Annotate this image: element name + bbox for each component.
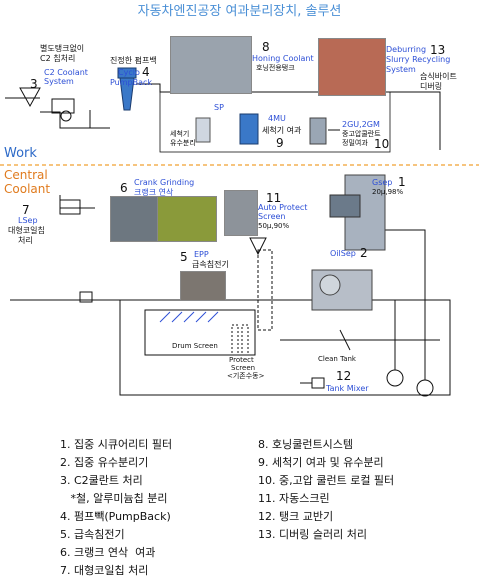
epp-kr: 급속침전기 bbox=[192, 260, 229, 269]
item-3-number: 3 bbox=[30, 77, 38, 91]
c2-tank-icon bbox=[51, 98, 75, 114]
item-13-number: 13 bbox=[430, 43, 446, 57]
item-10-number: 10 bbox=[374, 137, 390, 151]
gsep-spec: 20μ,98% bbox=[372, 188, 404, 196]
legend-item: 11. 자동스크린 bbox=[258, 492, 330, 505]
work-zone-label: Work bbox=[4, 146, 37, 161]
auto-screen-icon bbox=[257, 249, 273, 331]
legend-item: 2. 집중 유수분리기 bbox=[60, 456, 149, 469]
protect-screen-label-2: Screen bbox=[231, 364, 256, 372]
legend-item: 1. 집중 시큐어리티 필터 bbox=[60, 438, 173, 451]
gu-kr-1: 중고압쿨란트 bbox=[342, 130, 381, 138]
hopper-icon bbox=[19, 87, 41, 108]
item-7-number: 7 bbox=[22, 203, 30, 217]
protect-screen-label-3: <기존수동> bbox=[227, 372, 265, 380]
cyclo-label: Cyclo bbox=[118, 68, 140, 77]
item-6-number: 6 bbox=[120, 181, 128, 195]
c2-note-1: 별도탱크없이 bbox=[40, 44, 85, 53]
honing-coolant-label: Honing Coolant bbox=[252, 54, 314, 63]
c2-system-label-2: System bbox=[44, 77, 74, 86]
deburring-label-1: Deburring bbox=[386, 45, 427, 54]
honing-system-photo bbox=[170, 36, 252, 94]
deburring-system-photo bbox=[318, 38, 386, 96]
auto-protect-label-2: Screen bbox=[258, 212, 286, 221]
epp-photo bbox=[180, 271, 226, 301]
legend-item: 10. 중,고압 쿨런트 로컬 필터 bbox=[258, 474, 395, 487]
legend-right: 8. 호닝쿨런트시스템 9. 세척기 여과 및 유수분리 10. 중,고압 쿨런… bbox=[258, 436, 394, 544]
item-5-number: 5 bbox=[180, 250, 188, 264]
legend-item: *철, 알루미늄칩 분리 bbox=[60, 492, 168, 505]
legend-item: 13. 디버링 슬러리 처리 bbox=[258, 528, 367, 541]
gu-kr-2: 정밀여과 bbox=[342, 139, 368, 147]
central-zone-label-1: Central bbox=[4, 168, 48, 182]
pumpback-label: PumpBack bbox=[110, 78, 153, 87]
item-11-number: 11 bbox=[266, 191, 282, 205]
sp-label: SP bbox=[214, 103, 224, 112]
oilsep-label: OilSep bbox=[330, 249, 356, 258]
machine-line-box bbox=[159, 91, 391, 153]
legend-item: 12. 탱크 교반기 bbox=[258, 510, 334, 523]
supply-pump-1-icon bbox=[386, 369, 404, 387]
sp-separator-icon bbox=[195, 117, 211, 143]
item-9-number: 9 bbox=[276, 136, 284, 150]
crank-grinding-photo-2 bbox=[157, 196, 217, 242]
tank-mixer-icon bbox=[311, 377, 325, 389]
legend-item: 3. C2쿨란트 처리 bbox=[60, 474, 143, 487]
crank-grinding-label: Crank Grinding bbox=[134, 178, 195, 187]
honing-tank-label: 호닝전용탱크 bbox=[256, 64, 295, 72]
gu-label: 2GU,2GM bbox=[342, 120, 380, 129]
gu-filter-icon bbox=[309, 117, 327, 145]
fmu-kr: 세척기 여과 bbox=[262, 126, 302, 135]
crank-grinding-kr: 크랭크 연삭 bbox=[134, 188, 174, 197]
legend-item: 9. 세척기 여과 및 유수분리 bbox=[258, 456, 384, 469]
sp-kr-1: 세척기 bbox=[170, 130, 190, 138]
lsep-icon bbox=[59, 199, 81, 215]
item-4-number: 4 bbox=[142, 65, 150, 79]
auto-protect-label-1: Auto Protect bbox=[258, 203, 308, 212]
tank-mixer-label: Tank Mixer bbox=[326, 384, 369, 393]
deburring-label-2: Slurry Recycling bbox=[386, 55, 451, 64]
deburring-label-3: System bbox=[386, 65, 416, 74]
drum-screen-label: Drum Screen bbox=[172, 342, 218, 350]
legend-item: 8. 호닝쿨런트시스템 bbox=[258, 438, 353, 451]
item-1-number: 1 bbox=[398, 175, 406, 189]
lsep-label: LSep bbox=[18, 216, 38, 225]
deburring-kr-2: 디버링 bbox=[420, 82, 443, 91]
epp-label: EPP bbox=[194, 250, 209, 259]
fmu-label: 4MU bbox=[268, 114, 286, 123]
lsep-kr-2: 처리 bbox=[18, 236, 33, 245]
central-zone-label-2: Coolant bbox=[4, 182, 51, 196]
gsep-label: Gsep bbox=[372, 178, 393, 187]
clean-tank-label: Clean Tank bbox=[318, 355, 356, 363]
central-tank bbox=[119, 299, 451, 396]
item-2-number: 2 bbox=[360, 246, 368, 260]
supply-pump-2-icon bbox=[416, 379, 434, 397]
legend-item: 5. 급속침전기 bbox=[60, 528, 125, 541]
lsep-kr-1: 대형코일칩 bbox=[8, 226, 45, 235]
legend-item: 7. 대형코일칩 처리 bbox=[60, 564, 149, 577]
pumpback-note: 진정한 펌프백 bbox=[110, 56, 157, 65]
auto-protect-spec: 50μ,90% bbox=[258, 222, 290, 230]
crank-grinding-photo-1 bbox=[110, 196, 158, 242]
fmu-filter-icon bbox=[239, 113, 259, 145]
legend-item: 4. 펌프빽(PumpBack) bbox=[60, 510, 171, 523]
c2-system-label-1: C2 Coolant bbox=[44, 68, 88, 77]
auto-screen-photo bbox=[224, 190, 258, 236]
item-12-number: 12 bbox=[336, 369, 352, 383]
sp-kr-2: 유수분리 bbox=[170, 139, 196, 147]
protect-screen-label-1: Protect bbox=[229, 356, 254, 364]
drum-screen-icon bbox=[144, 309, 256, 356]
legend-item: 6. 크랭크 연삭 여과 bbox=[60, 546, 156, 559]
legend-left: 1. 집중 시큐어리티 필터 2. 집중 유수분리기 3. C2쿨란트 처리 *… bbox=[60, 436, 172, 580]
diagram-title: 자동차엔진공장 여과분리장치, 솔루션 bbox=[137, 4, 342, 19]
deburring-kr-1: 습식바이트 bbox=[420, 72, 457, 81]
c2-note-2: C2 칩처리 bbox=[40, 54, 76, 63]
item-8-number: 8 bbox=[262, 40, 270, 54]
pump-icon bbox=[60, 110, 72, 122]
